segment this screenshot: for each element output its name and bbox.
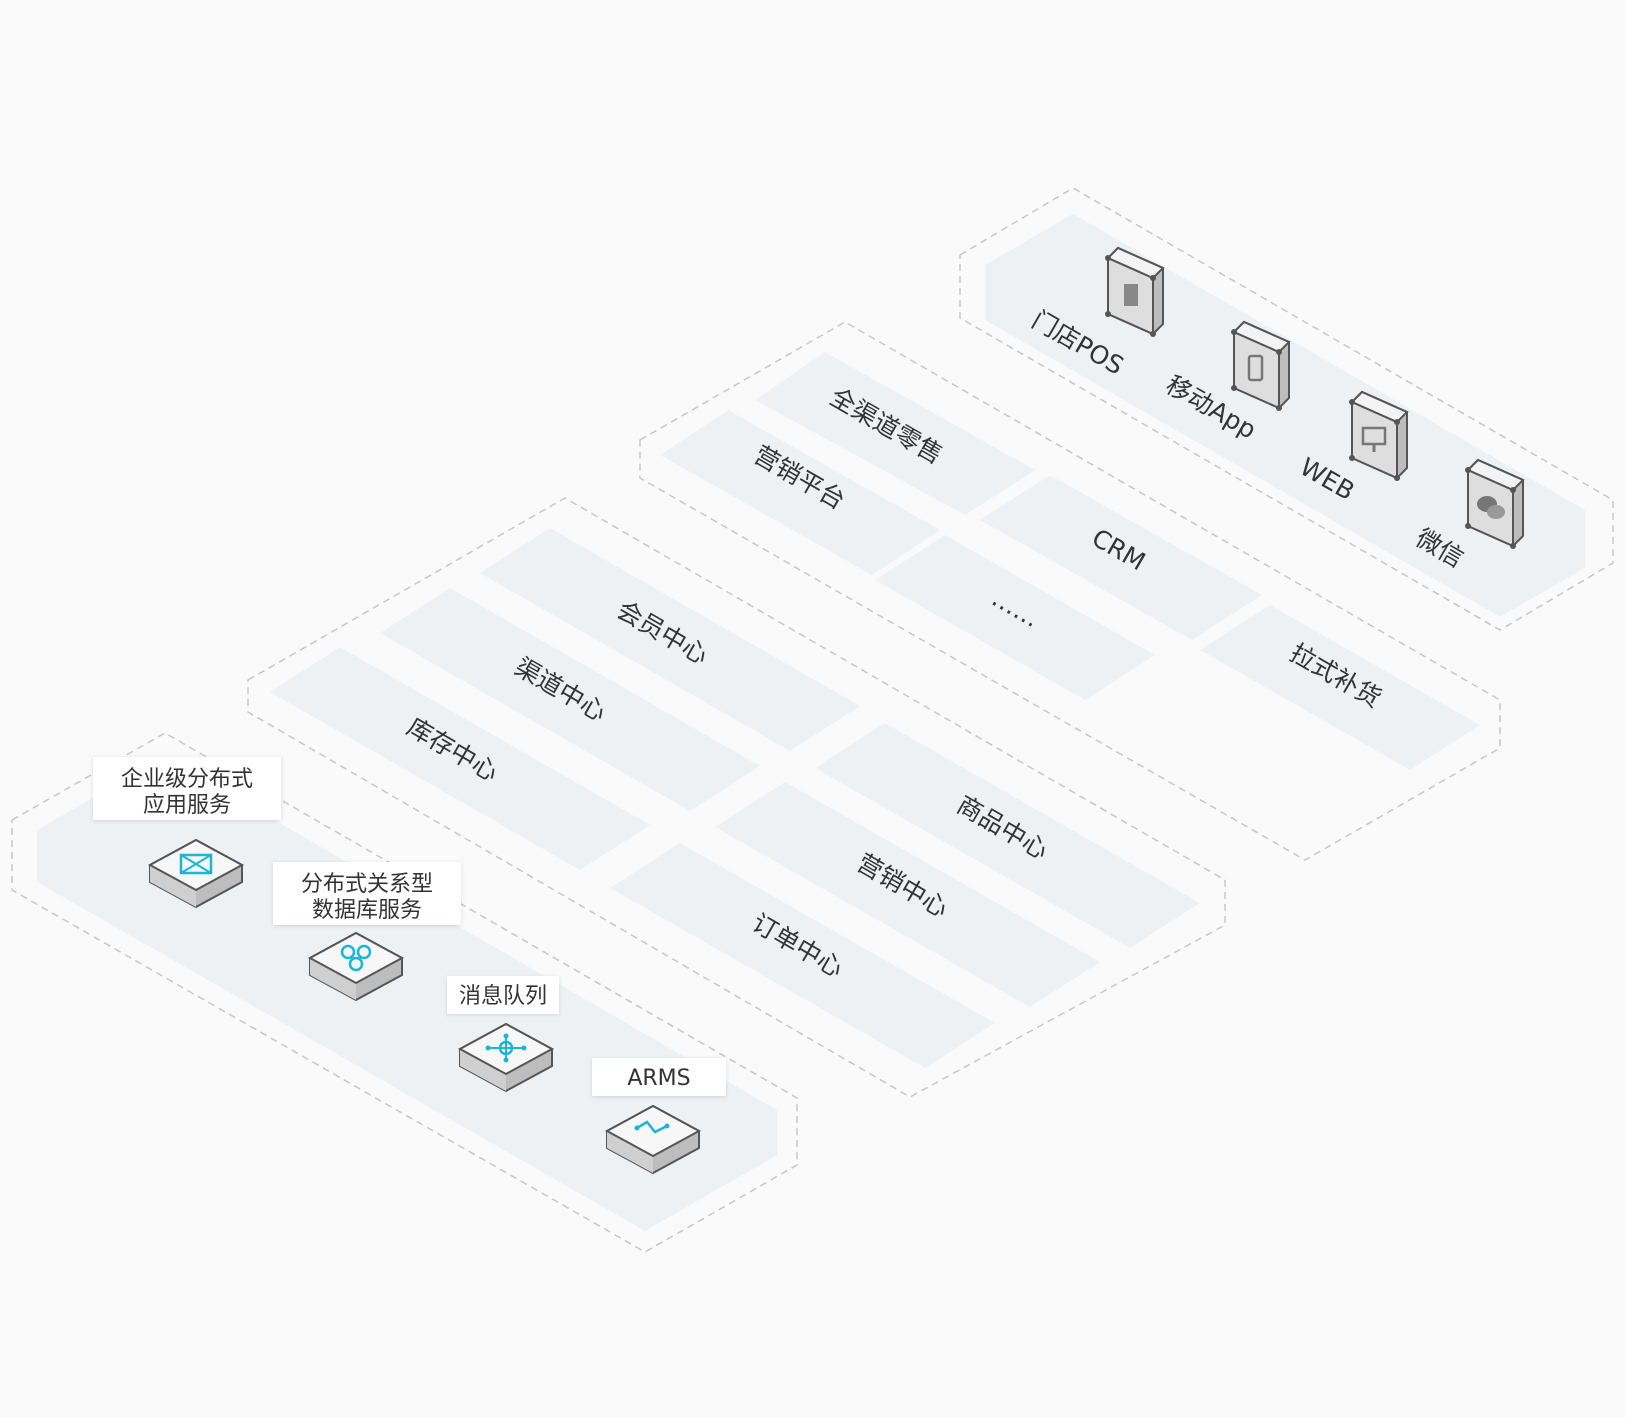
infra-label-database-line1: 分布式关系型 <box>301 872 433 897</box>
infra-label-distributed-app: 企业级分布式 应用服务 <box>93 757 281 820</box>
database-icon <box>307 931 405 1002</box>
infrastructure-platform-outline <box>11 732 798 1253</box>
infra-label-database: 分布式关系型 数据库服务 <box>273 862 461 925</box>
distributed-app-icon <box>147 838 245 909</box>
channel-platform-outline <box>959 187 1614 631</box>
infra-label-distributed-app-line1: 企业级分布式 <box>121 767 253 792</box>
center-tile-marketing <box>715 782 1100 1007</box>
mobile-phone-icon <box>1231 320 1291 411</box>
app-tile-pull-replenishment <box>1200 605 1480 770</box>
infra-label-database-line2: 数据库服务 <box>312 898 422 923</box>
application-platform-outline <box>639 321 1501 861</box>
center-platform-outline <box>247 497 1226 1098</box>
wechat-icon <box>1465 458 1525 549</box>
center-tile-order <box>610 843 995 1068</box>
infra-label-message-queue: 消息队列 <box>447 976 559 1014</box>
pos-terminal-icon <box>1105 246 1165 337</box>
center-tile-member <box>480 528 860 751</box>
center-tile-channel <box>380 588 760 811</box>
infra-label-message-queue-line1: 消息队列 <box>459 984 547 1009</box>
message-queue-icon <box>457 1022 555 1093</box>
center-tile-product <box>815 723 1200 948</box>
monitor-icon <box>1349 390 1409 481</box>
infra-label-distributed-app-line2: 应用服务 <box>143 793 231 818</box>
app-tile-crm <box>980 475 1262 640</box>
arms-monitor-icon <box>604 1104 702 1175</box>
app-tile-ellipsis <box>875 535 1155 700</box>
infra-label-arms: ARMS <box>592 1058 726 1096</box>
app-tile-marketing-platform <box>660 410 940 575</box>
center-tile-inventory <box>270 647 650 870</box>
app-tile-omnichannel <box>755 352 1035 515</box>
infra-label-arms-line1: ARMS <box>627 1066 690 1091</box>
